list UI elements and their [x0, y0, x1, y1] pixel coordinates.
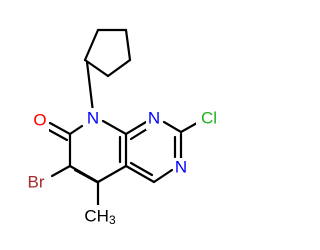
bond-c5-c5-inner [73, 168, 99, 184]
bond-cp3-cp4 [124, 28, 132, 62]
bond-c7-o [48, 121, 72, 136]
atom-o: O [33, 111, 46, 130]
bond-c4-c4a [124, 164, 156, 184]
bond-c8a-n1-inner [129, 127, 149, 141]
bond-cp4-cp5 [106, 58, 132, 78]
bond-n1-c2 [162, 120, 183, 134]
methyl-subscript: 3 [109, 213, 116, 227]
atom-cl: Cl [201, 109, 217, 128]
bond-c8a-n1 [124, 120, 148, 136]
atom-n8: N [87, 109, 99, 128]
bond-c7-o-double [45, 127, 69, 142]
bond-c4-c4a-inner [129, 161, 154, 177]
bond-c6-br [50, 164, 72, 178]
bond-n3-c4 [152, 168, 174, 184]
atom-labels: N N N O Cl Br CH3 [22, 108, 222, 227]
bond-c2-cl [179, 121, 199, 134]
bond-cp5-cp1 [83, 58, 110, 78]
molecule-structure: N N N O Cl Br CH3 [22, 28, 222, 227]
atom-n1: N [148, 109, 160, 128]
bonds [45, 28, 199, 208]
atom-br: Br [28, 173, 45, 192]
atom-n3: N [175, 158, 187, 177]
bond-cp1-cp2 [83, 28, 100, 62]
bond-c5-c4a [96, 164, 128, 184]
atom-methyl: CH3 [84, 207, 116, 228]
bond-n8-c7 [68, 124, 84, 136]
bond-c8a-n8 [101, 119, 128, 136]
bond-cp-n8 [85, 60, 95, 114]
